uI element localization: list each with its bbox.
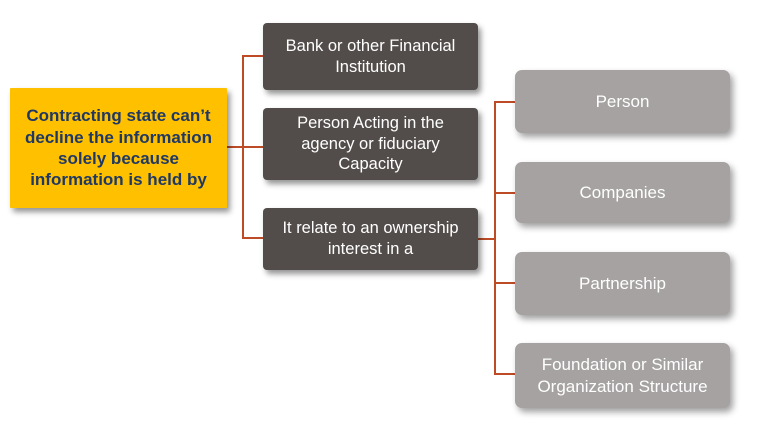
root-node-label: Contracting state can’t decline the info… bbox=[24, 106, 213, 190]
leaf-node-person: Person bbox=[515, 70, 730, 133]
connector-right-trunk bbox=[494, 101, 496, 375]
connector-branch-bank bbox=[242, 55, 263, 57]
connector-branch-agency bbox=[242, 146, 263, 148]
connector-branch-companies bbox=[494, 192, 515, 194]
connector-branch-person bbox=[494, 101, 515, 103]
leaf-node-person-label: Person bbox=[595, 91, 650, 111]
branch-node-agency: Person Acting in the agency or fiduciary… bbox=[263, 108, 478, 180]
branch-node-bank: Bank or other Financial Institution bbox=[263, 23, 478, 90]
connector-branch-ownership bbox=[242, 237, 263, 239]
connector-branch-foundation bbox=[494, 373, 515, 375]
leaf-node-partnership-label: Partnership bbox=[579, 273, 666, 293]
connector-root-feed bbox=[227, 146, 243, 148]
leaf-node-companies-label: Companies bbox=[579, 182, 666, 202]
branch-node-bank-label: Bank or other Financial Institution bbox=[285, 36, 456, 76]
branch-node-agency-label: Person Acting in the agency or fiduciary… bbox=[297, 113, 444, 174]
leaf-node-partnership: Partnership bbox=[515, 252, 730, 315]
connector-branch-partnership bbox=[494, 282, 515, 284]
leaf-node-foundation: Foundation or Similar Organization Struc… bbox=[515, 343, 730, 408]
branch-node-ownership: It relate to an ownership interest in a bbox=[263, 208, 478, 270]
root-node-contracting-state: Contracting state can’t decline the info… bbox=[10, 88, 227, 208]
connector-ownership-feed bbox=[478, 238, 496, 240]
branch-node-ownership-label: It relate to an ownership interest in a bbox=[282, 219, 459, 258]
leaf-node-companies: Companies bbox=[515, 162, 730, 223]
leaf-node-foundation-label: Foundation or Similar Organization Struc… bbox=[537, 355, 708, 396]
